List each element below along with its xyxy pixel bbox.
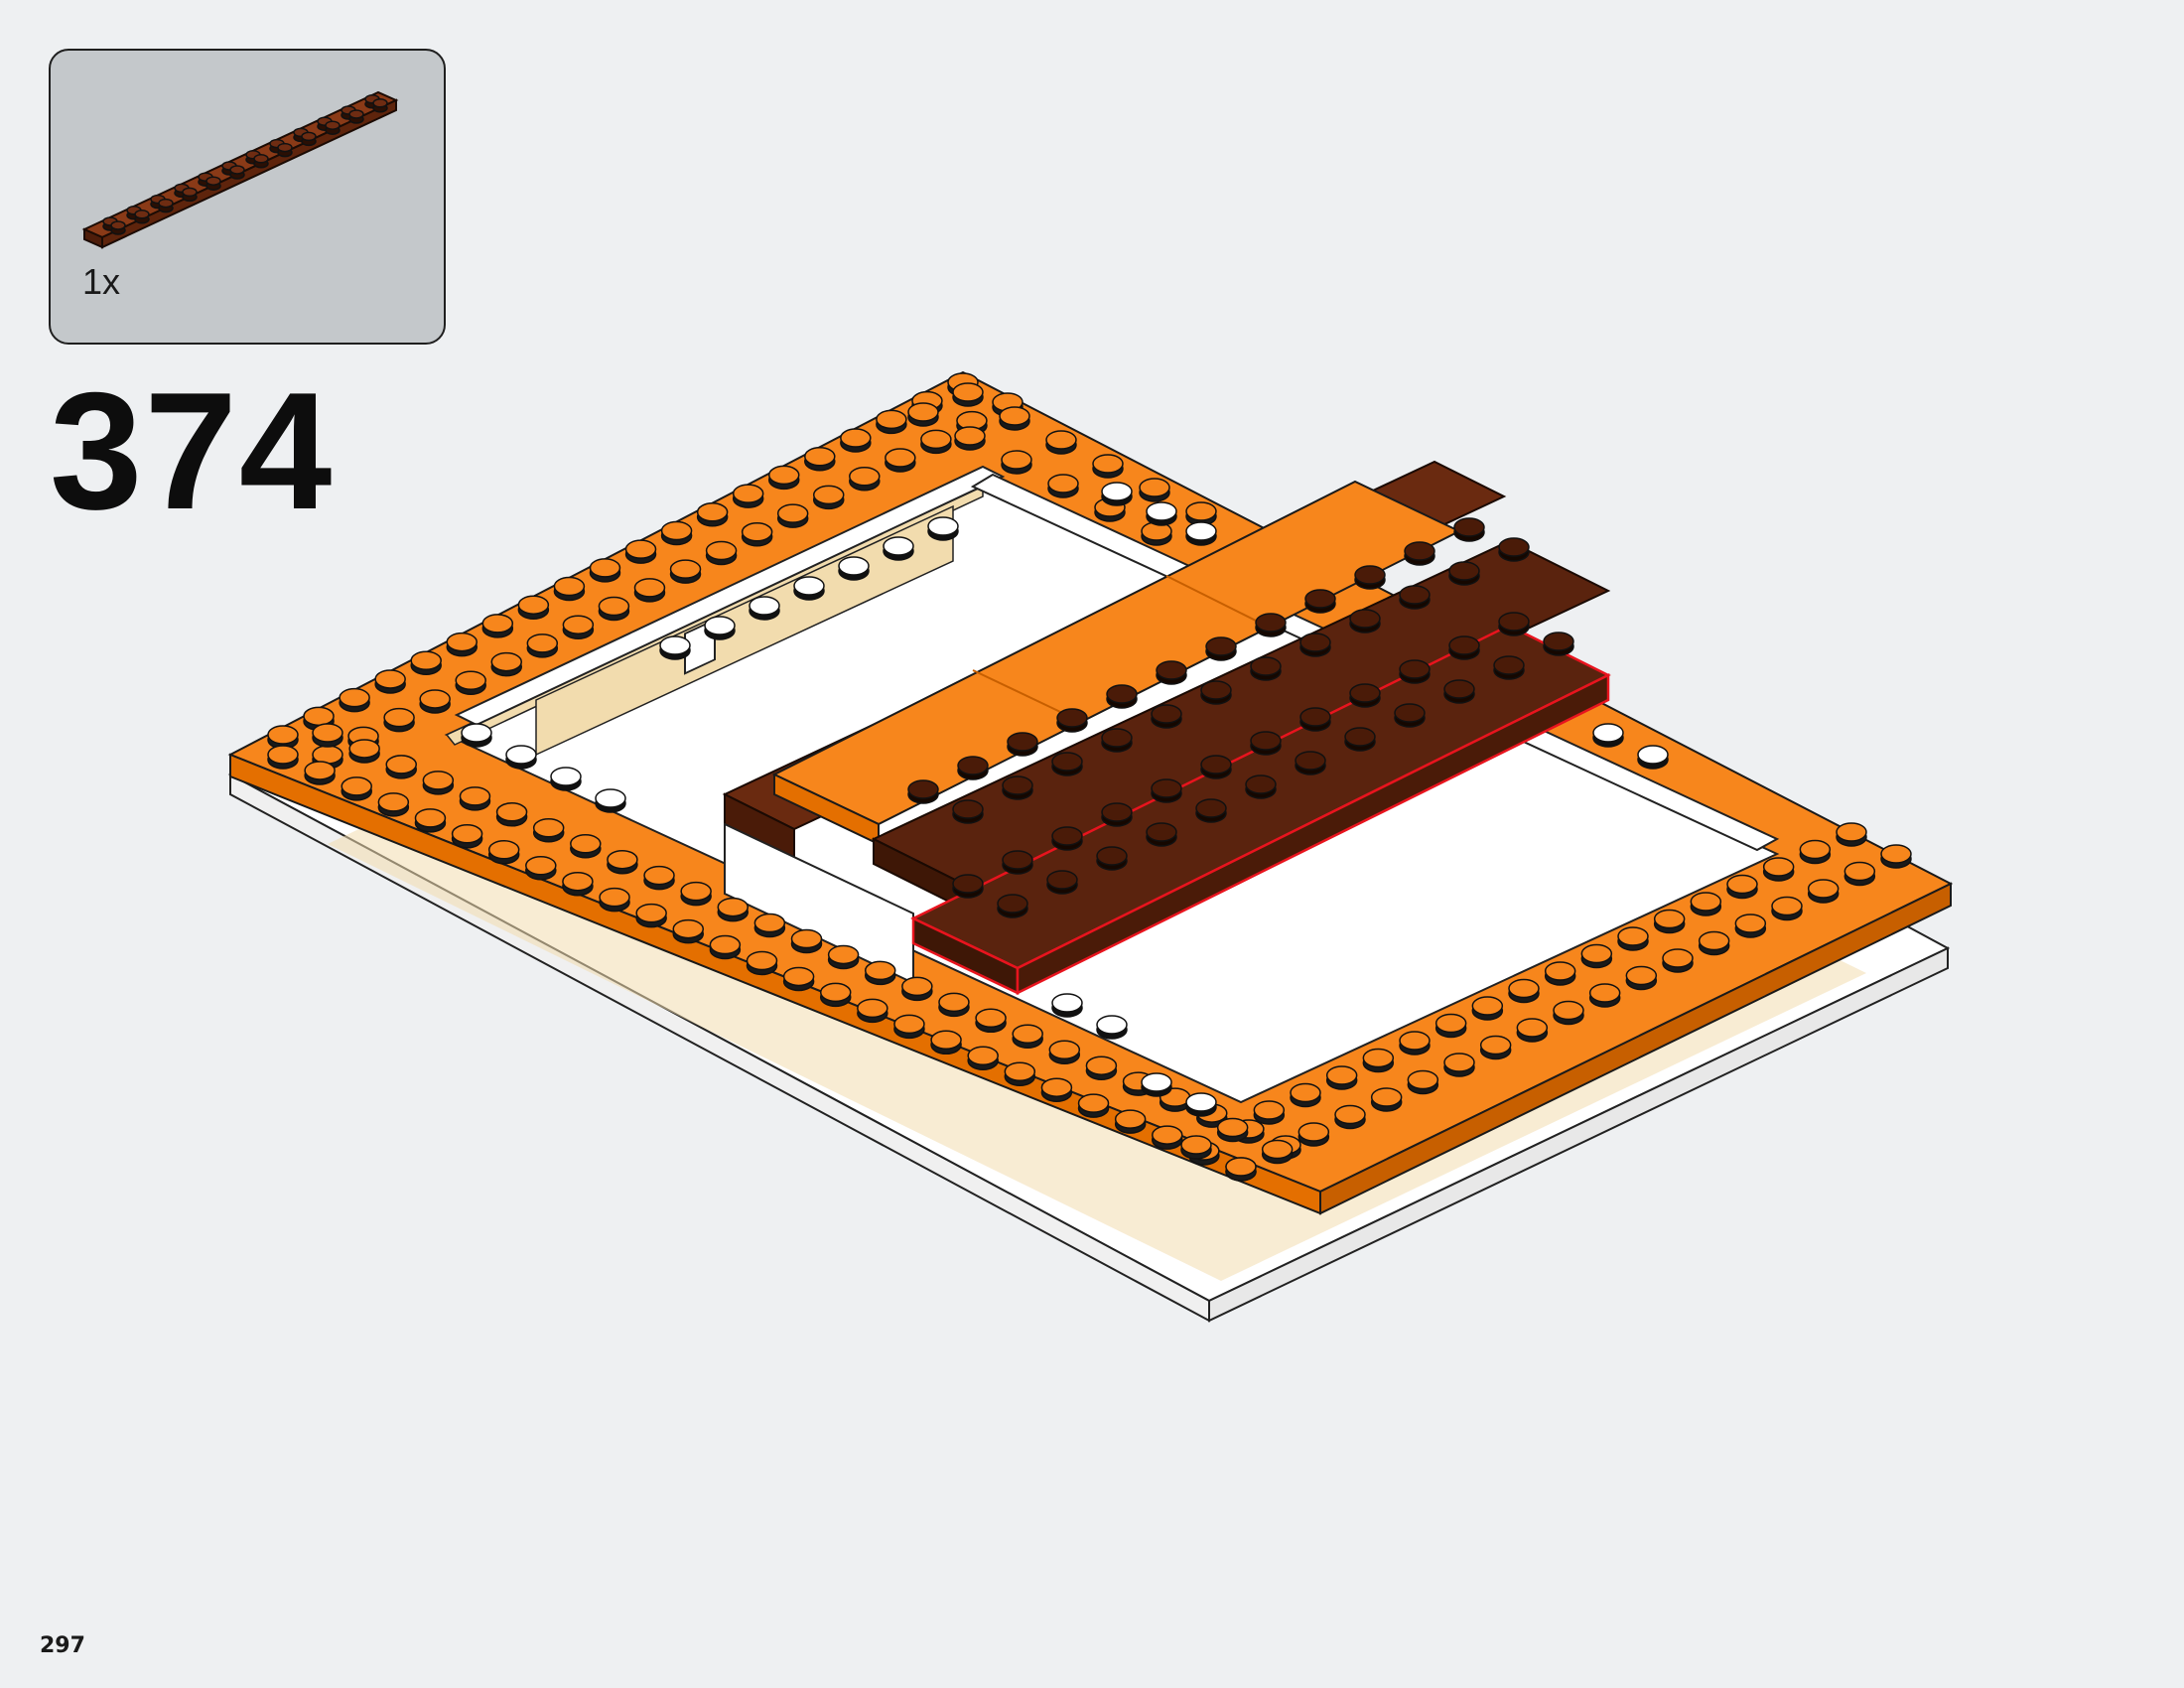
brown-2x12-plate-icon (81, 90, 399, 249)
white-studs (461, 482, 1669, 1117)
step-number: 374 (50, 357, 335, 544)
page-number: 297 (40, 1633, 85, 1658)
orange-studs (267, 372, 1912, 1182)
part-quantity: 1x (82, 261, 121, 302)
parts-callout: 1x (49, 49, 446, 345)
brown-studs (907, 517, 1574, 918)
